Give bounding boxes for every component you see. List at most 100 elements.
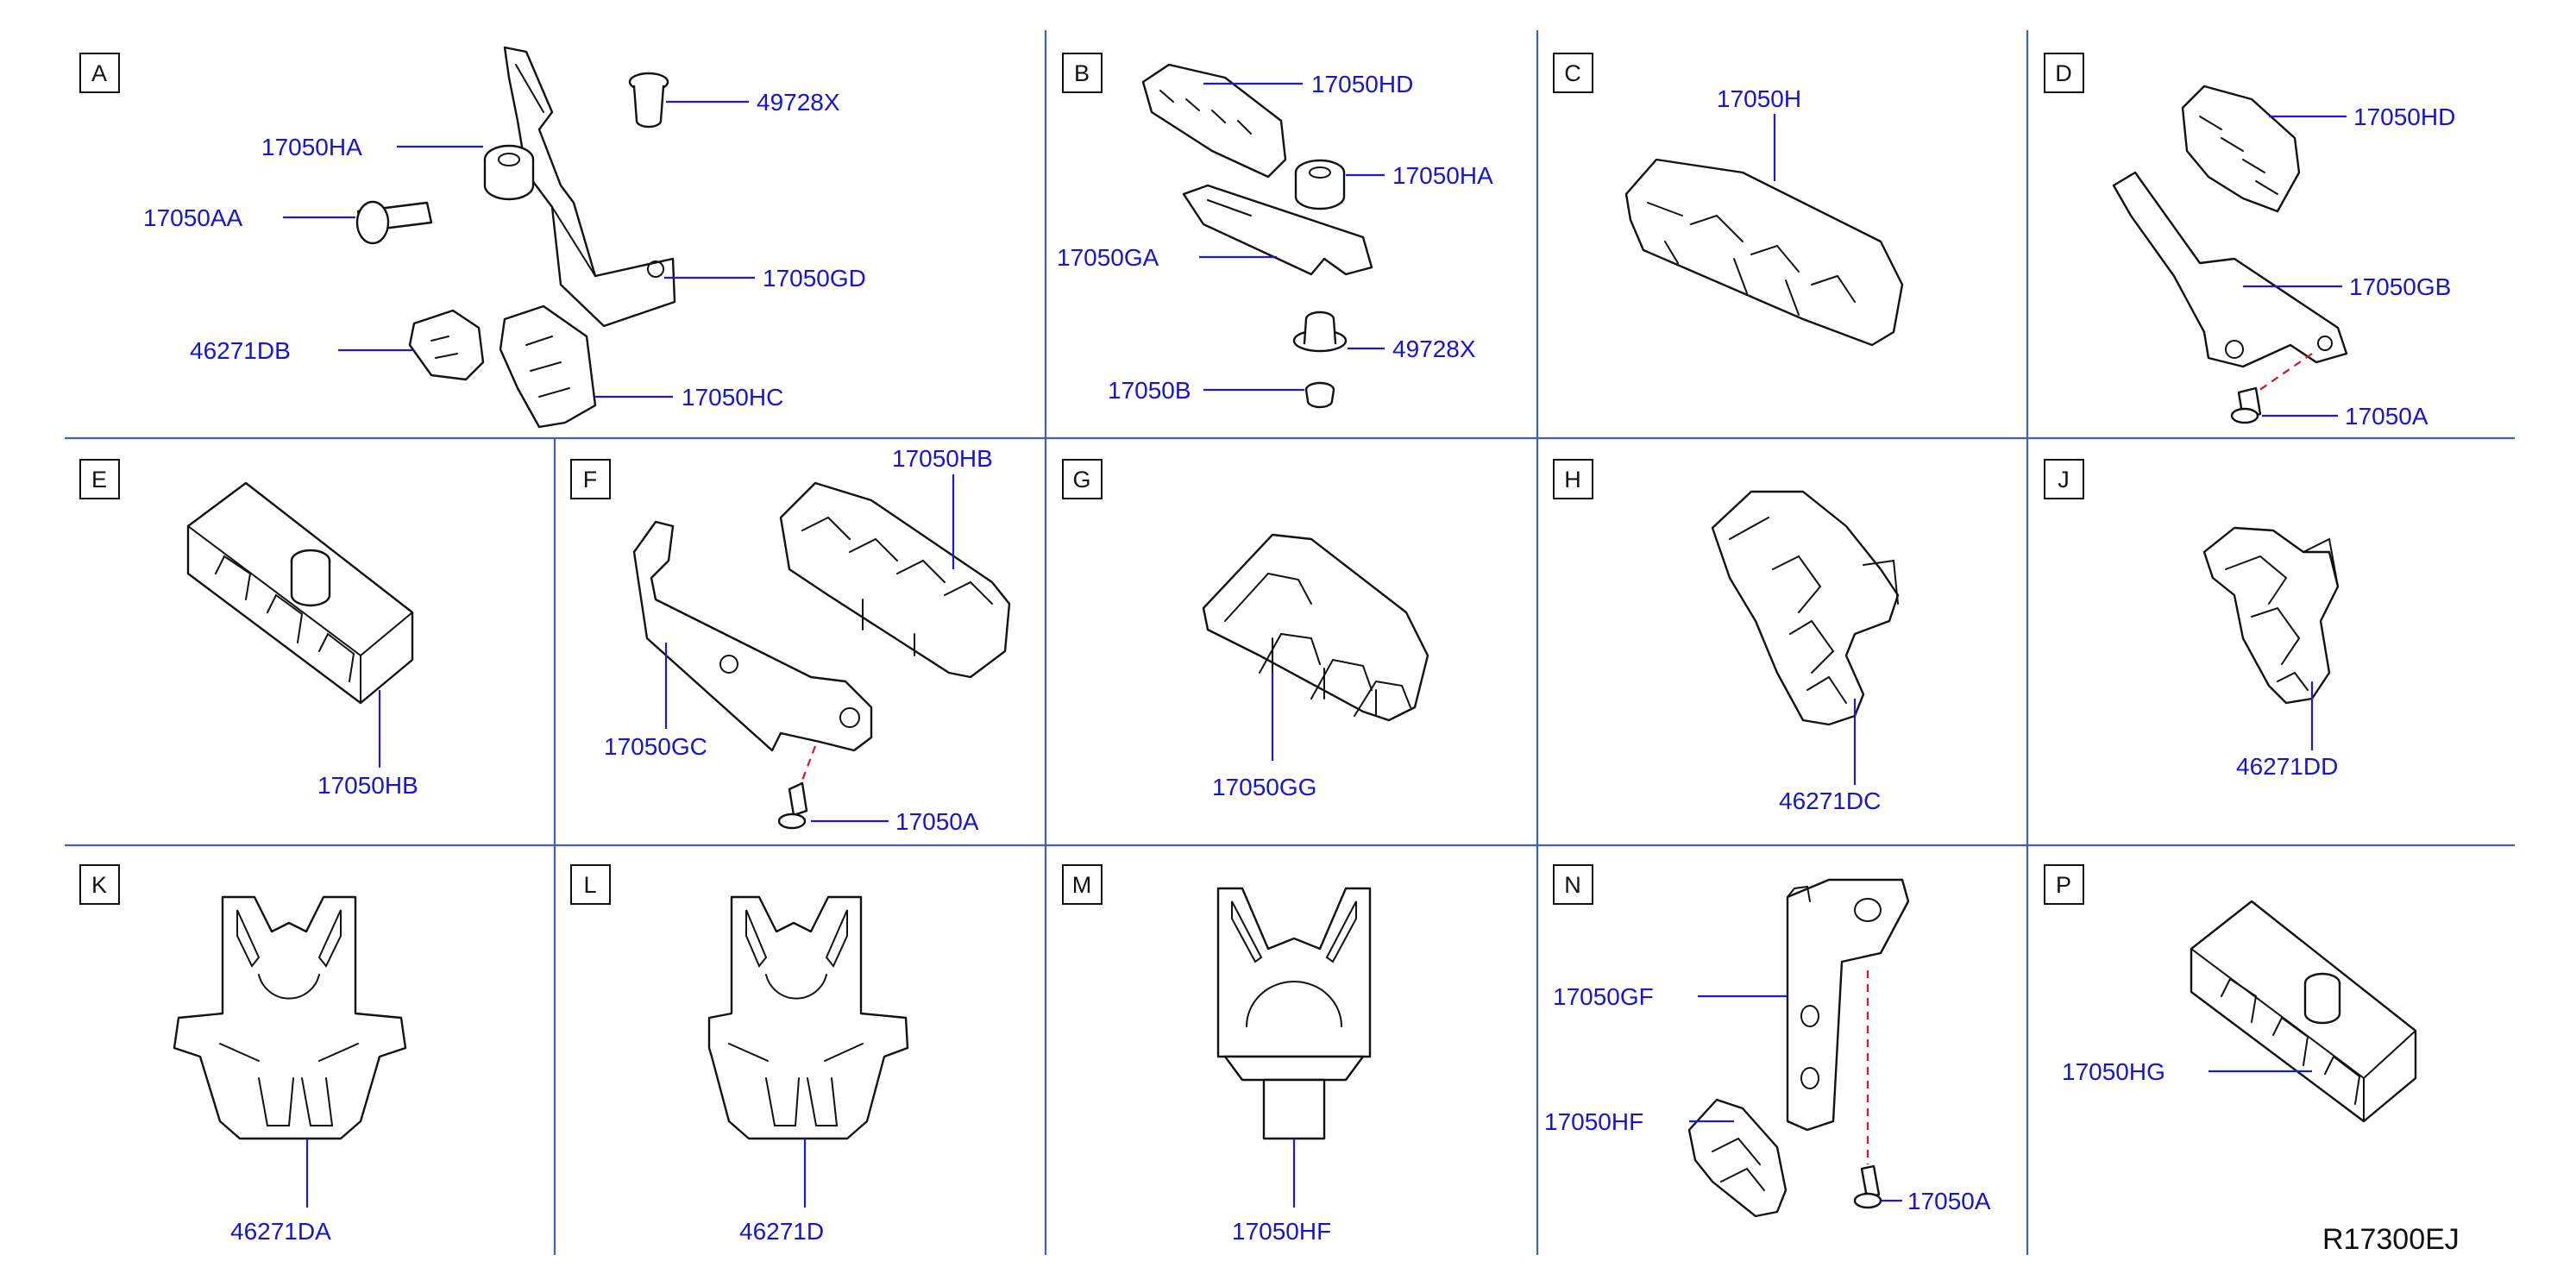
clamp-drawing — [779, 481, 1011, 679]
clamp-drawing — [2190, 900, 2417, 1123]
panel-grid — [65, 30, 2515, 1255]
panel-m: 17050HF — [1216, 887, 1372, 1245]
part-label-17050hg: 17050HG — [2062, 1058, 2165, 1085]
panel-e: 17050HB — [186, 481, 418, 799]
svg-text:D: D — [2055, 60, 2072, 86]
svg-text:M: M — [1072, 872, 1092, 898]
bolt-drawing — [355, 200, 433, 245]
clip-drawing — [173, 895, 407, 1140]
panel-letter-a: A — [79, 53, 120, 93]
svg-text:P: P — [2056, 872, 2071, 898]
part-label-17050gd: 17050GD — [763, 265, 866, 292]
fastener-guide-line — [2255, 353, 2313, 393]
bracket-drawing — [632, 520, 873, 752]
fastener-guide-line — [799, 745, 817, 786]
diagram-reference-code: R17300EJ — [2322, 1223, 2460, 1256]
push-pin-drawing — [628, 72, 669, 129]
part-label-17050a: 17050A — [2345, 403, 2428, 430]
part-label-17050hd: 17050HD — [2353, 104, 2455, 130]
clamp-drawing — [1624, 158, 1904, 347]
panel-n: 17050GF 17050HF 17050A — [1544, 878, 1991, 1218]
panel-letter-b: B — [1062, 53, 1103, 93]
panel-a: 49728X 17050HA 17050AA 17050GD 46271DB 1… — [143, 46, 866, 429]
panel-k: 46271DA — [173, 895, 407, 1245]
panel-d: 17050HD 17050GB 17050A — [2112, 85, 2455, 430]
panel-letter-p: P — [2044, 864, 2084, 905]
panel-h: 46271DC — [1711, 490, 1900, 814]
svg-text:H: H — [1564, 467, 1581, 493]
panel-l: 46271D — [707, 895, 909, 1245]
bracket-drawing — [1786, 878, 1910, 1132]
panel-letter-e: E — [79, 459, 120, 499]
part-label-17050gf: 17050GF — [1553, 983, 1654, 1010]
panel-letter-m: M — [1062, 864, 1103, 905]
part-label-17050hf: 17050HF — [1232, 1218, 1331, 1245]
panel-b: 17050HD 17050HA 17050GA 49728X 17050B — [1057, 63, 1493, 409]
panel-letter-g: G — [1062, 459, 1103, 499]
panel-letter-c: C — [1553, 53, 1593, 93]
part-label-17050hb: 17050HB — [892, 445, 993, 472]
part-label-49728x: 49728X — [757, 89, 840, 116]
svg-text:N: N — [1564, 872, 1581, 898]
part-label-46271d: 46271D — [739, 1218, 824, 1245]
clamp-drawing — [2181, 85, 2301, 213]
bracket-drawing — [1182, 184, 1373, 276]
part-label-17050ha: 17050HA — [1392, 162, 1493, 189]
svg-text:E: E — [91, 467, 107, 493]
panel-letter-j: J — [2044, 459, 2084, 499]
part-label-17050a: 17050A — [895, 808, 979, 835]
part-label-17050gb: 17050GB — [2349, 273, 2451, 300]
bolt-drawing — [1853, 1164, 1882, 1209]
part-label-17050gc: 17050GC — [604, 733, 707, 760]
part-label-17050a: 17050A — [1907, 1188, 1991, 1214]
part-label-46271dd: 46271DD — [2236, 753, 2338, 780]
part-label-17050b: 17050B — [1108, 377, 1191, 404]
clip-drawing — [408, 309, 485, 381]
clamp-drawing — [1202, 533, 1429, 722]
svg-text:G: G — [1072, 467, 1090, 493]
clamp-drawing — [499, 304, 597, 429]
panel-g: 17050GG — [1202, 533, 1429, 800]
bolt-drawing — [777, 781, 808, 830]
clip-drawing — [1216, 887, 1372, 1140]
panel-letter-l: L — [570, 864, 611, 905]
bolt-drawing — [2230, 386, 2262, 424]
grommet-drawing — [1294, 159, 1346, 210]
clip-drawing — [1711, 490, 1900, 726]
part-label-17050h: 17050H — [1717, 85, 1801, 112]
panel-letters: A B C D E F G H J K L M N P — [79, 53, 2084, 905]
part-label-17050hb: 17050HB — [317, 772, 418, 799]
panel-p: 17050HG — [2062, 900, 2417, 1123]
clip-drawing — [2202, 526, 2340, 705]
part-label-17050gg: 17050GG — [1212, 774, 1316, 800]
panel-letter-k: K — [79, 864, 120, 905]
part-label-17050ga: 17050GA — [1057, 244, 1159, 271]
panel-c: 17050H — [1624, 85, 1904, 347]
clamp-drawing — [186, 481, 414, 705]
part-label-17050hc: 17050HC — [682, 384, 783, 411]
svg-text:B: B — [1074, 60, 1090, 86]
clip-drawing — [1687, 1098, 1787, 1218]
svg-text:L: L — [583, 872, 596, 898]
part-label-46271dc: 46271DC — [1779, 787, 1881, 814]
panel-letter-h: H — [1553, 459, 1593, 499]
part-label-17050hd: 17050HD — [1311, 71, 1413, 97]
panel-letter-d: D — [2044, 53, 2084, 93]
svg-text:J: J — [2058, 467, 2070, 493]
svg-text:K: K — [91, 872, 107, 898]
part-label-17050aa: 17050AA — [143, 204, 243, 231]
panel-j: 46271DD — [2202, 526, 2340, 780]
svg-text:F: F — [583, 467, 598, 493]
svg-text:A: A — [91, 60, 107, 86]
grommet-drawing — [483, 144, 535, 201]
nut-drawing — [1304, 381, 1335, 409]
part-label-46271da: 46271DA — [230, 1218, 331, 1245]
part-label-17050ha: 17050HA — [261, 134, 362, 160]
clamp-drawing — [1141, 63, 1287, 179]
bracket-drawing — [503, 46, 676, 328]
clip-drawing — [707, 895, 909, 1140]
panel-f: 17050HB 17050GC 17050A — [604, 445, 1011, 835]
panel-letter-f: F — [570, 459, 611, 499]
part-label-46271db: 46271DB — [190, 337, 291, 364]
